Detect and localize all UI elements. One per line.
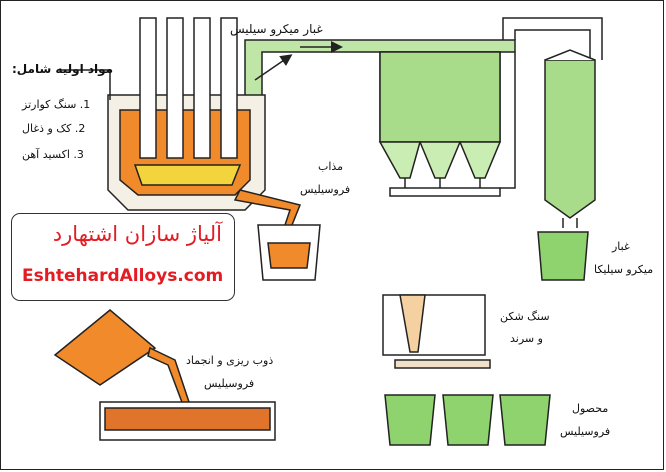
- label-raw-item-3: 3. اکسید آهن: [22, 148, 84, 161]
- label-crusher-1: سنگ شکن: [500, 310, 550, 323]
- bag-filter: [378, 51, 516, 197]
- casting-ladle: [53, 309, 192, 406]
- label-product-1: محصول: [572, 402, 609, 415]
- label-microsilica-dust-1: غبار: [612, 240, 630, 253]
- label-microsilica-dust-top: غبار میکرو سیلیس: [230, 22, 323, 36]
- label-product-2: فروسیلیس: [560, 425, 611, 438]
- label-casting-2: فروسیلیس: [204, 377, 255, 390]
- furnace: [60, 17, 266, 211]
- label-crusher-2: و سرند: [510, 332, 543, 345]
- label-molten-fesi-2: فروسیلیس: [300, 183, 351, 196]
- label-raw-item-2: 2. کک و ذغال: [22, 122, 86, 135]
- ladle: [257, 224, 321, 281]
- crusher: [382, 294, 491, 369]
- product-bins: [384, 394, 551, 446]
- label-casting-1: ذوب ریزی و انجماد: [186, 354, 274, 367]
- brand-url[interactable]: EshtehardAlloys.com: [22, 266, 224, 286]
- brand-box: آلیاژ سازان اشتهارد EshtehardAlloys.com: [11, 213, 235, 301]
- label-raw-materials-title: مواد اولیه شامل:: [12, 62, 114, 76]
- silo-duct: [502, 17, 603, 60]
- brand-name: آلیاژ سازان اشتهارد: [52, 222, 222, 246]
- label-microsilica-dust-2: میکرو سیلیکا: [594, 263, 654, 276]
- label-molten-fesi-1: مذاب: [318, 160, 344, 173]
- silica-bin: [537, 231, 589, 281]
- casting-bed: [99, 401, 276, 441]
- flow-arrow-up: [254, 54, 293, 81]
- label-raw-item-1: 1. سنگ کوارتز: [22, 98, 91, 111]
- microsilica-silo: [544, 49, 596, 228]
